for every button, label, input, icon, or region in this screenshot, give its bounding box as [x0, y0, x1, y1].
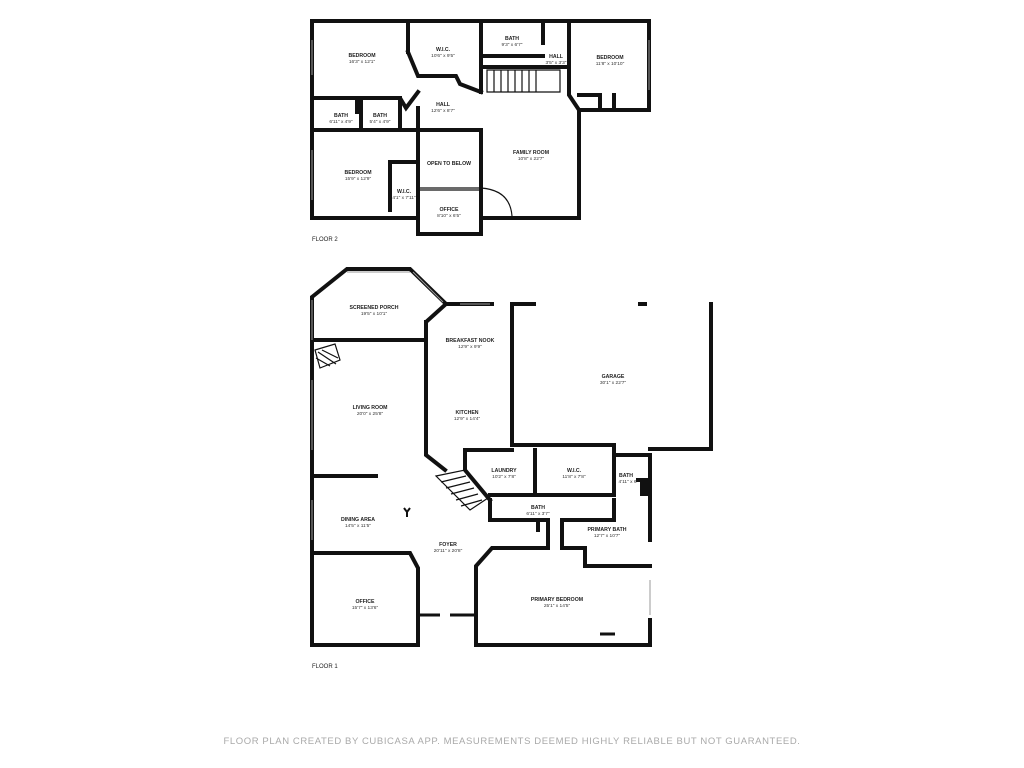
- room-dimensions: 12'9" x 9'9": [458, 344, 482, 350]
- room-name: BATH: [619, 473, 633, 479]
- room-name: BATH: [531, 505, 545, 511]
- room-dimensions: 15'9" x 12'9": [345, 176, 372, 182]
- room-name: PRIMARY BEDROOM: [531, 597, 583, 603]
- room-name: KITCHEN: [455, 410, 478, 416]
- room-dimensions: 25'1" x 14'5": [544, 603, 571, 609]
- room-dimensions: 4'11" x 6': [619, 479, 638, 485]
- room-name: W.I.C.: [567, 468, 582, 474]
- room-dimensions: 30'1" x 22'7": [600, 380, 627, 386]
- room-name: OFFICE: [355, 599, 375, 605]
- room-name: OFFICE: [439, 207, 459, 213]
- room-dimensions: 10'2" x 7'8": [492, 474, 516, 480]
- floor-1-plan: [310, 267, 713, 647]
- room-name: BEDROOM: [344, 170, 371, 176]
- room-name: PRIMARY BATH: [587, 527, 626, 533]
- room-dimensions: 14'5" x 11'5": [345, 523, 371, 529]
- room-dimensions: 11'8" x 7'8": [562, 474, 586, 480]
- room-dimensions: 8'10" x 6'5": [437, 213, 461, 219]
- room-dimensions: 12'9" x 14'4": [454, 416, 481, 422]
- floor-2-label: FLOOR 2: [312, 237, 338, 243]
- room-name: SCREENED PORCH: [349, 305, 398, 311]
- room-name: HALL: [436, 102, 451, 108]
- room-dimensions: 6'11" x 3'7": [526, 511, 550, 517]
- room-dimensions: 16'3" x 12'1": [349, 59, 376, 65]
- room-name: GARAGE: [602, 374, 625, 380]
- room-name: BATH: [334, 113, 348, 119]
- room-name: BATH: [373, 113, 387, 119]
- room-name: LAUNDRY: [491, 468, 517, 474]
- room-name: HALL: [549, 54, 564, 60]
- room-name: W.I.C.: [436, 47, 451, 53]
- room-dimensions: 4'1" x 7'11": [392, 195, 416, 201]
- room-dimensions: 5'4" x 4'9": [370, 119, 391, 125]
- room-name: BREAKFAST NOOK: [446, 338, 495, 344]
- room-dimensions: 10'8" x 22'7": [518, 156, 545, 162]
- room-name: BATH: [505, 36, 519, 42]
- room-dimensions: 3'5" x 3'3": [546, 60, 567, 66]
- room-name: BEDROOM: [348, 53, 375, 59]
- room-name: W.I.C.: [397, 189, 412, 195]
- room-name: OPEN TO BELOW: [427, 161, 471, 167]
- room-dimensions: 12'7" x 10'7": [594, 533, 621, 539]
- room-name: LIVING ROOM: [353, 405, 388, 411]
- room-dimensions: 9'3" x 6'7": [502, 42, 523, 48]
- disclaimer-footer: FLOOR PLAN CREATED BY CUBICASA APP. MEAS…: [223, 736, 801, 747]
- room-dimensions: 6'11" x 4'9": [329, 119, 353, 125]
- room-dimensions: 12'6" x 8'7": [431, 108, 455, 114]
- room-name: FOYER: [439, 542, 457, 548]
- room-dimensions: 19'5" x 10'1": [361, 311, 388, 317]
- room-name: DINING AREA: [341, 517, 375, 523]
- room-name: BEDROOM: [596, 55, 623, 61]
- room-dimensions: 15'7" x 13'6": [352, 605, 379, 611]
- room-name: FAMILY ROOM: [513, 150, 549, 156]
- room-dimensions: 11'8" x 10'10": [596, 61, 625, 67]
- room-dimensions: 10'6" x 9'5": [431, 53, 455, 59]
- room-dimensions: 20'11" x 20'8": [434, 548, 463, 554]
- floor-1-label: FLOOR 1: [312, 664, 338, 670]
- room-dimensions: 20'0" x 25'8": [357, 411, 384, 417]
- floor-2-plan: [310, 19, 651, 236]
